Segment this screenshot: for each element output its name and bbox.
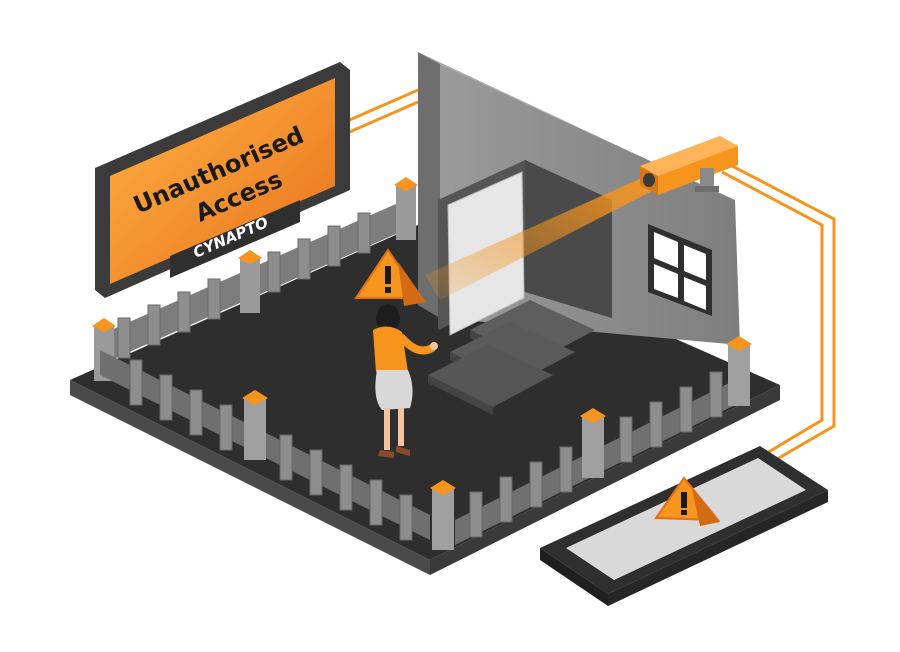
house-wall: [418, 52, 740, 345]
security-camera-icon: [640, 136, 738, 195]
fence-post: [726, 336, 752, 406]
entrance-steps: [428, 300, 595, 415]
window: [648, 224, 712, 316]
fence-post: [242, 390, 268, 460]
camera-detection-beam: [425, 172, 658, 300]
warning-icon: [354, 248, 426, 306]
front-left-fence: [100, 350, 456, 550]
unauthorised-access-sign: Unauthorised Access CYNAPTO: [95, 62, 350, 298]
smartphone: [540, 446, 828, 606]
fence-post: [394, 177, 418, 240]
intruder-person: [373, 304, 438, 458]
fence-post: [238, 250, 262, 313]
back-fence: [92, 177, 418, 381]
front-right-fence: [455, 336, 752, 545]
fence-post: [580, 408, 606, 478]
warning-icon: [654, 476, 721, 526]
cables: [344, 88, 836, 464]
fence-post: [430, 480, 456, 550]
